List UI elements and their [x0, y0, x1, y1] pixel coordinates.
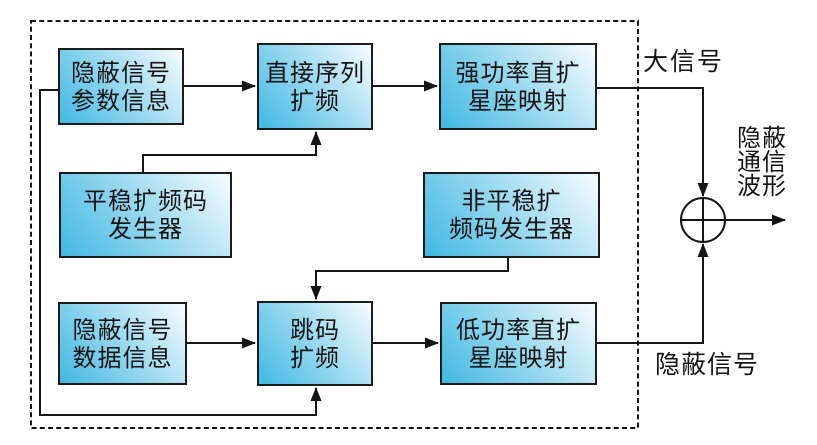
wire-lowpower-to-adder: [597, 243, 709, 344]
block-text: 平稳扩频码: [83, 187, 208, 215]
block-text: 扩频: [290, 343, 340, 372]
wire-statgen-to-dsss: [142, 131, 322, 172]
block-text: 直接序列: [265, 58, 365, 87]
block-covert-signal-data-info: 隐蔽信号 数据信息: [58, 302, 187, 385]
block-text: 发生器: [108, 215, 183, 243]
block-direct-sequence-spread: 直接序列 扩频: [257, 43, 373, 130]
block-text: 参数信息: [71, 86, 171, 115]
block-stationary-code-generator: 平稳扩频码 发生器: [59, 172, 232, 258]
block-text: 隐蔽信号: [71, 58, 171, 87]
block-covert-signal-parameter-info: 隐蔽信号 参数信息: [58, 48, 184, 125]
block-text: 隐蔽信号: [72, 315, 173, 344]
label-line: 通信: [737, 148, 787, 176]
wire-highpower-to-adder: [597, 87, 709, 197]
block-text: 数据信息: [72, 343, 173, 372]
block-text: 扩频: [290, 86, 340, 115]
wire-feedback-to-codehop: [39, 89, 322, 416]
block-code-hopping-spread: 跳码 扩频: [257, 301, 373, 386]
block-text: 跳码: [290, 315, 340, 344]
label-covert-comm-waveform: 隐蔽 通信 波形: [737, 126, 787, 198]
label-line: 波形: [737, 172, 787, 200]
block-high-power-ds-constellation: 强功率直扩 星座映射: [439, 43, 597, 130]
block-text: 频码发生器: [449, 215, 574, 243]
wire-nonstatgen-to-codehop: [310, 258, 509, 300]
block-text: 强功率直扩: [455, 58, 581, 87]
label-covert-signal: 隐蔽信号: [655, 350, 760, 379]
block-text: 非平稳扩: [461, 187, 562, 215]
label-line: 隐蔽: [737, 124, 787, 152]
adder-icon: [680, 197, 726, 243]
label-big-signal: 大信号: [643, 47, 725, 76]
block-low-power-ds-constellation: 低功率直扩 星座映射: [440, 302, 597, 385]
dashed-boundary: [30, 20, 639, 429]
block-text: 低功率直扩: [456, 315, 581, 344]
block-text: 星座映射: [468, 86, 568, 115]
block-text: 星座映射: [468, 343, 569, 372]
block-nonstationary-code-generator: 非平稳扩 频码发生器: [423, 172, 600, 258]
